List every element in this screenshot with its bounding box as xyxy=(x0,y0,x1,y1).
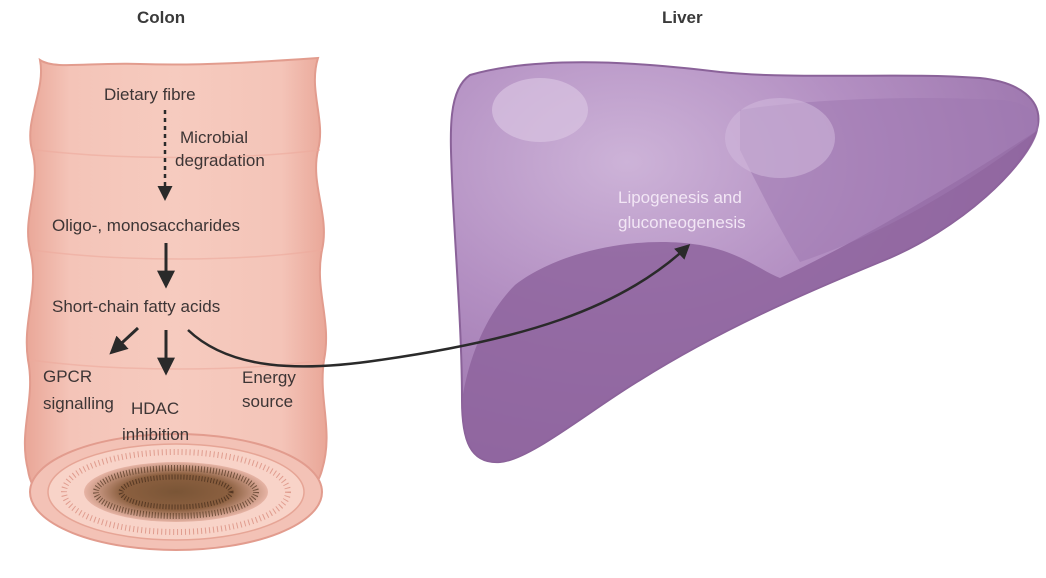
signalling-label: signalling xyxy=(43,393,114,415)
gluconeogenesis-label: gluconeogenesis xyxy=(618,212,746,234)
colon-title: Colon xyxy=(137,8,185,28)
energy-label: Energy xyxy=(242,367,296,389)
oligo-monosaccharides-label: Oligo-, monosaccharides xyxy=(52,215,240,237)
liver-illustration xyxy=(451,62,1039,462)
gpcr-label: GPCR xyxy=(43,366,92,388)
short-chain-fatty-acids-label: Short-chain fatty acids xyxy=(52,296,220,318)
liver-highlight xyxy=(725,98,835,178)
liver-highlight xyxy=(492,78,588,142)
liver-title: Liver xyxy=(662,8,703,28)
degradation-label: degradation xyxy=(175,150,265,172)
inhibition-label: inhibition xyxy=(122,424,189,446)
hdac-label: HDAC xyxy=(131,398,179,420)
lipogenesis-label: Lipogenesis and xyxy=(618,187,742,209)
dietary-fibre-label: Dietary fibre xyxy=(104,84,196,106)
source-label: source xyxy=(242,391,293,413)
microbial-label: Microbial xyxy=(180,127,248,149)
